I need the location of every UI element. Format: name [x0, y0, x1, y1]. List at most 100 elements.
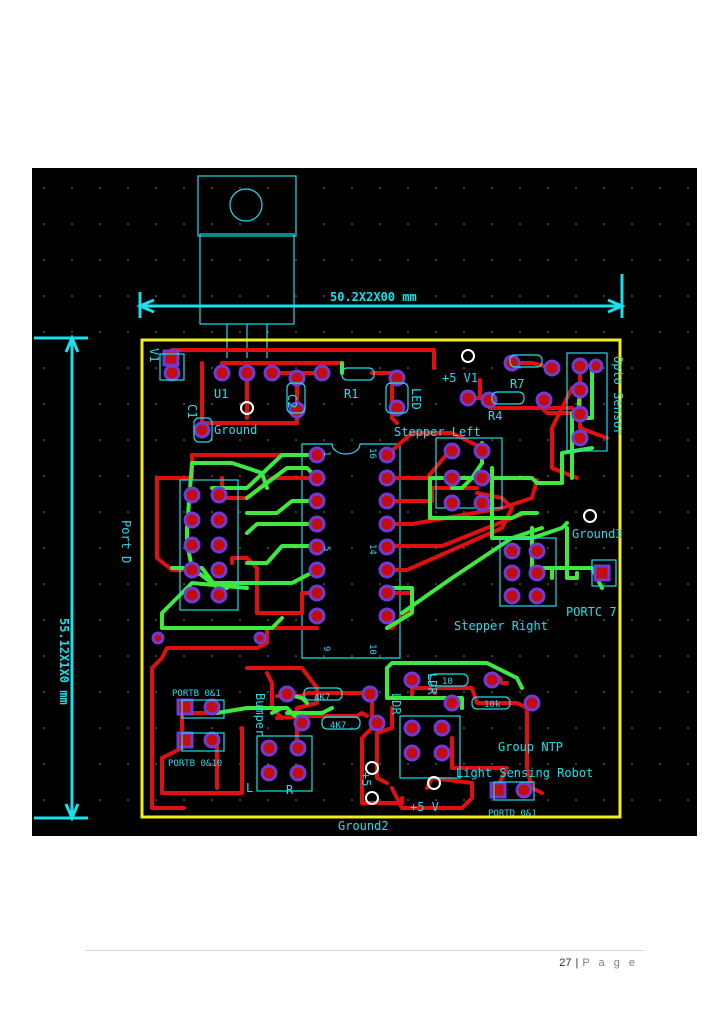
grid-dot	[43, 187, 45, 189]
grid-dot	[43, 403, 45, 405]
grid-dot	[127, 691, 129, 693]
grid-dot	[379, 439, 381, 441]
grid-dot	[491, 223, 493, 225]
grid-dot	[323, 187, 325, 189]
grid-dot	[491, 331, 493, 333]
grid-dot	[99, 367, 101, 369]
grid-dot	[155, 799, 157, 801]
grid-dot	[463, 367, 465, 369]
grid-dot	[379, 223, 381, 225]
grid-dot	[43, 259, 45, 261]
label-plus5: +5	[359, 772, 373, 786]
grid-dot	[183, 799, 185, 801]
grid-dot	[687, 583, 689, 585]
grid-dot	[351, 403, 353, 405]
grid-dot	[351, 259, 353, 261]
grid-dot	[631, 511, 633, 513]
grid-dot	[183, 187, 185, 189]
grid-dot	[267, 691, 269, 693]
grid-dot	[407, 367, 409, 369]
grid-dot	[155, 331, 157, 333]
grid-dot	[323, 655, 325, 657]
label-opto-sensor: Opto Sensor	[611, 356, 625, 435]
ic-pin9-label: 9	[321, 646, 331, 651]
grid-dot	[631, 403, 633, 405]
grid-dot	[99, 727, 101, 729]
grid-dot	[603, 583, 605, 585]
label-ground2: Ground2	[338, 819, 389, 833]
grid-dot	[519, 691, 521, 693]
grid-dot	[491, 655, 493, 657]
grid-dot	[351, 655, 353, 657]
grid-dot	[491, 583, 493, 585]
grid-dot	[575, 583, 577, 585]
grid-dot	[99, 259, 101, 261]
grid-dot	[211, 223, 213, 225]
footer-separator: |	[575, 957, 579, 969]
grid-dot	[295, 619, 297, 621]
grid-dot	[575, 619, 577, 621]
label-ldr-right: LDR	[425, 673, 439, 695]
grid-dot	[603, 619, 605, 621]
grid-dot	[407, 799, 409, 801]
grid-dot	[603, 403, 605, 405]
grid-dot	[239, 439, 241, 441]
grid-dot	[463, 295, 465, 297]
grid-dot	[491, 187, 493, 189]
ic-pin-pad	[378, 469, 396, 487]
ic-pin-pad	[308, 469, 326, 487]
grid-dot	[379, 367, 381, 369]
grid-dot	[155, 583, 157, 585]
grid-dot	[631, 691, 633, 693]
grid-dot	[491, 367, 493, 369]
grid-dot	[239, 655, 241, 657]
grid-dot	[407, 583, 409, 585]
pcb-svg: 50.2X2X00 mm 55.12X1X0 mm	[34, 175, 689, 833]
grid-dot	[351, 619, 353, 621]
grid-dot	[687, 223, 689, 225]
grid-dot	[267, 547, 269, 549]
ic-pin5-label: 5	[321, 546, 331, 551]
grid-dot	[491, 727, 493, 729]
grid-dot	[519, 331, 521, 333]
grid-dot	[407, 439, 409, 441]
grid-dot	[603, 223, 605, 225]
grid-dot	[155, 619, 157, 621]
ic-pin-pad	[308, 538, 326, 556]
vertical-dimension: 55.12X1X0 mm	[34, 334, 88, 822]
grid-dot	[379, 295, 381, 297]
grid-dot	[239, 691, 241, 693]
grid-dot	[155, 259, 157, 261]
grid-dot	[323, 295, 325, 297]
grid-dot	[631, 223, 633, 225]
label-led: LED	[409, 388, 423, 410]
grid-dot	[631, 727, 633, 729]
ic-pin-pad	[308, 492, 326, 510]
grid-dot	[491, 619, 493, 621]
grid-dot	[519, 295, 521, 297]
grid-dot	[687, 259, 689, 261]
grid-dot	[43, 295, 45, 297]
label-u1: U1	[214, 387, 228, 401]
grid-dot	[295, 367, 297, 369]
grid-dot	[575, 403, 577, 405]
grid-dot	[323, 439, 325, 441]
grid-dot	[659, 475, 661, 477]
grid-dot	[631, 367, 633, 369]
grid-dot	[295, 763, 297, 765]
grid-dot	[687, 691, 689, 693]
grid-dot	[603, 799, 605, 801]
grid-dot	[603, 331, 605, 333]
grid-dot	[687, 367, 689, 369]
grid-dot	[547, 295, 549, 297]
grid-dot	[323, 331, 325, 333]
grid-dot	[603, 763, 605, 765]
grid-dot	[127, 403, 129, 405]
board-outline	[140, 338, 622, 819]
voltage-regulator-outline	[197, 175, 297, 358]
grid-dot	[435, 799, 437, 801]
grid-dot	[631, 763, 633, 765]
grid-dot	[687, 547, 689, 549]
grid-dot	[211, 475, 213, 477]
grid-dot	[519, 763, 521, 765]
